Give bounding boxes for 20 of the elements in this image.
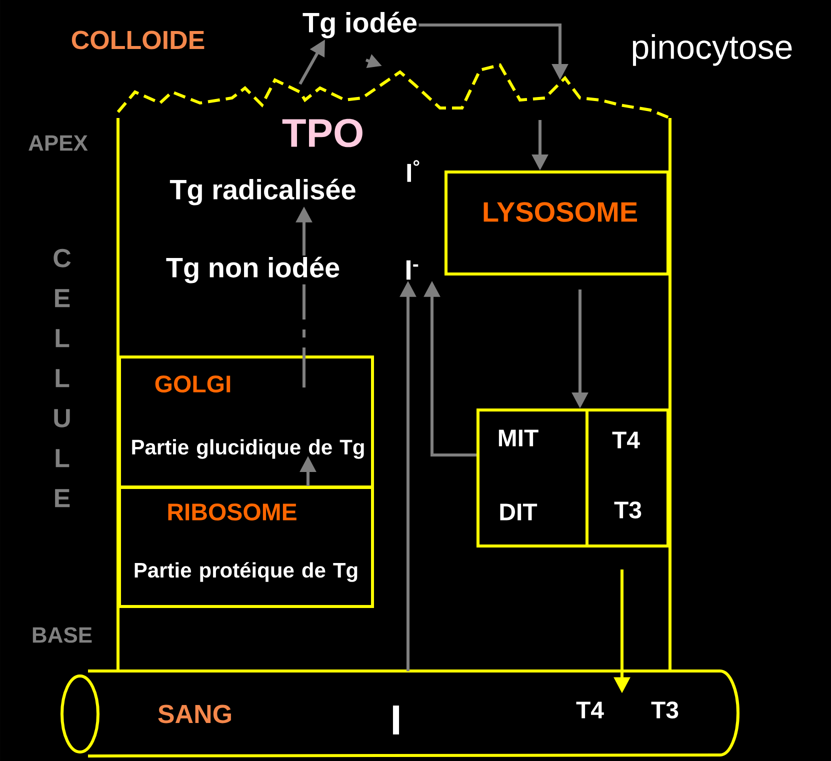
golgi-box: GOLGI Partie glucidique de Tg bbox=[118, 356, 374, 488]
region-label: APEX bbox=[28, 135, 88, 151]
colloid-label: COLLOIDE bbox=[72, 30, 204, 50]
process-label: pinocytose bbox=[632, 34, 792, 66]
ribosome-box: RIBOSOME Partie protéique de Tg bbox=[118, 486, 374, 608]
cell-label: C E L L U L E bbox=[54, 248, 71, 508]
molecule-label: Tg radicalisée bbox=[170, 178, 356, 206]
region-label: BASE bbox=[32, 627, 92, 643]
node-label: I bbox=[392, 706, 400, 734]
node-label: T4 bbox=[576, 702, 604, 718]
node-label: T3 bbox=[651, 701, 678, 719]
molecule-label: Tg iodée bbox=[302, 12, 417, 38]
blood-vessel-drawing: SANG I T4 T3 bbox=[60, 670, 740, 758]
lysosome-box: LYSOSOME bbox=[444, 170, 670, 276]
ion-label: I$^{-}$ bbox=[406, 260, 418, 280]
node-label: SANG bbox=[158, 704, 231, 724]
product-box: MIT T4 DIT T3 bbox=[476, 408, 670, 548]
molecule-label: Tg non iodée bbox=[166, 256, 340, 284]
enzyme-label: TPO bbox=[282, 118, 362, 148]
iodine-label: I$^{°}$ bbox=[407, 160, 420, 182]
